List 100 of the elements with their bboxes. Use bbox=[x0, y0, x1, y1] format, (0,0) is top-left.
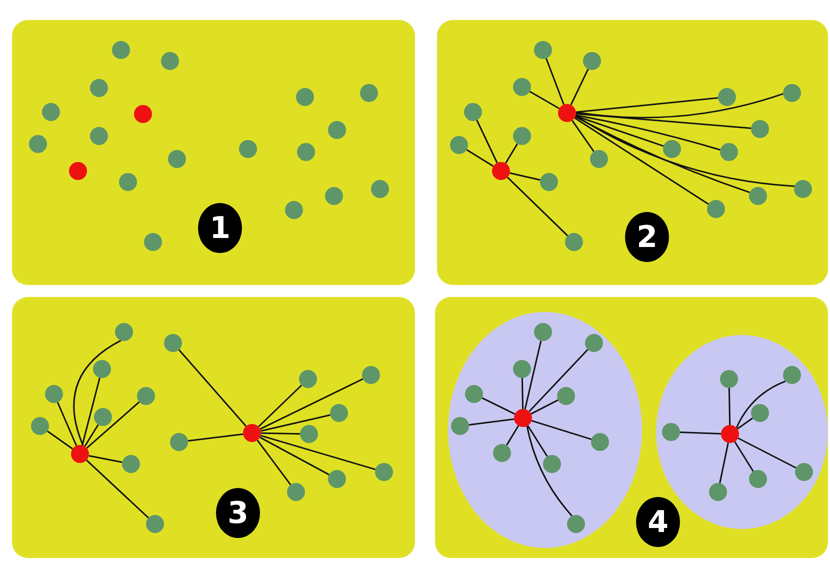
connector-line bbox=[73, 340, 122, 446]
data-point bbox=[718, 88, 736, 106]
data-point bbox=[783, 366, 801, 384]
data-point bbox=[94, 408, 112, 426]
connector-line bbox=[529, 90, 560, 110]
data-point bbox=[493, 444, 511, 462]
data-point bbox=[42, 103, 60, 121]
connector-line bbox=[576, 113, 752, 129]
data-point bbox=[751, 404, 769, 422]
data-point bbox=[534, 41, 552, 59]
connector-line bbox=[504, 143, 518, 164]
connector-line bbox=[84, 424, 99, 447]
data-point bbox=[115, 323, 133, 341]
connector-line bbox=[258, 384, 302, 428]
data-point bbox=[330, 404, 348, 422]
data-point bbox=[513, 78, 531, 96]
centroid-point bbox=[492, 162, 510, 180]
connector-line bbox=[531, 420, 592, 440]
data-point bbox=[29, 135, 47, 153]
data-point bbox=[465, 385, 483, 403]
connector-line bbox=[256, 440, 292, 486]
connector-line bbox=[576, 114, 720, 151]
data-point bbox=[299, 370, 317, 388]
data-point bbox=[513, 127, 531, 145]
data-point bbox=[325, 187, 343, 205]
connector-line bbox=[736, 418, 754, 430]
connector-line bbox=[46, 430, 74, 450]
data-point bbox=[749, 470, 767, 488]
connector-line bbox=[719, 442, 729, 484]
data-point bbox=[794, 180, 812, 198]
connector-line bbox=[86, 401, 140, 449]
centroid-point bbox=[134, 105, 152, 123]
data-point bbox=[161, 52, 179, 70]
connector-line bbox=[576, 97, 718, 113]
connector-line bbox=[260, 414, 330, 432]
data-point bbox=[663, 140, 681, 158]
data-point bbox=[90, 127, 108, 145]
connector-line bbox=[510, 172, 540, 181]
data-point bbox=[565, 233, 583, 251]
data-point bbox=[795, 463, 813, 481]
data-point bbox=[119, 173, 137, 191]
data-point bbox=[783, 84, 801, 102]
centroid-point bbox=[514, 409, 532, 427]
connector-line bbox=[56, 402, 78, 446]
data-point bbox=[328, 121, 346, 139]
data-point bbox=[146, 515, 164, 533]
connector-line bbox=[574, 117, 709, 205]
connector-line bbox=[521, 378, 524, 410]
connector-line bbox=[468, 418, 514, 426]
connector-line bbox=[482, 397, 516, 415]
data-point bbox=[540, 173, 558, 191]
connector-line bbox=[734, 441, 754, 472]
connector-line bbox=[570, 68, 589, 106]
data-point bbox=[93, 360, 111, 378]
data-point bbox=[375, 463, 393, 481]
panel bbox=[435, 297, 828, 558]
data-point bbox=[239, 140, 257, 158]
connector-line bbox=[574, 116, 750, 194]
data-point bbox=[590, 150, 608, 168]
data-point bbox=[144, 233, 162, 251]
connector-line bbox=[86, 460, 149, 518]
data-point bbox=[170, 433, 188, 451]
connector-line bbox=[524, 340, 542, 410]
connector-line bbox=[260, 434, 376, 470]
step-number: 4 bbox=[636, 497, 680, 547]
data-point bbox=[707, 200, 725, 218]
panel bbox=[437, 20, 828, 285]
connector-line bbox=[506, 176, 568, 236]
connector-line bbox=[527, 425, 548, 457]
data-point bbox=[45, 385, 63, 403]
data-point bbox=[285, 201, 303, 219]
step-number: 3 bbox=[216, 488, 260, 538]
connector-line bbox=[530, 399, 558, 415]
data-point bbox=[450, 136, 468, 154]
centroid-point bbox=[69, 162, 87, 180]
data-point bbox=[362, 366, 380, 384]
connector-line bbox=[506, 425, 520, 446]
data-point bbox=[751, 120, 769, 138]
connector-line bbox=[82, 378, 100, 446]
connector-line bbox=[260, 432, 300, 435]
step-number: 1 bbox=[198, 203, 242, 253]
centroid-point bbox=[243, 424, 261, 442]
data-point bbox=[297, 143, 315, 161]
data-point bbox=[720, 370, 738, 388]
connector-line bbox=[88, 455, 122, 463]
data-point bbox=[557, 387, 575, 405]
data-point bbox=[585, 334, 603, 352]
connector-line bbox=[526, 426, 573, 516]
connector-line bbox=[476, 120, 498, 164]
data-point bbox=[300, 425, 318, 443]
data-point bbox=[164, 334, 182, 352]
connector-line bbox=[576, 93, 784, 118]
connector-line bbox=[260, 436, 330, 476]
connector-line bbox=[178, 349, 247, 427]
data-point bbox=[112, 41, 130, 59]
connector-line bbox=[680, 432, 722, 434]
data-point bbox=[31, 417, 49, 435]
data-point bbox=[749, 187, 767, 205]
data-point bbox=[591, 433, 609, 451]
data-point bbox=[371, 180, 389, 198]
